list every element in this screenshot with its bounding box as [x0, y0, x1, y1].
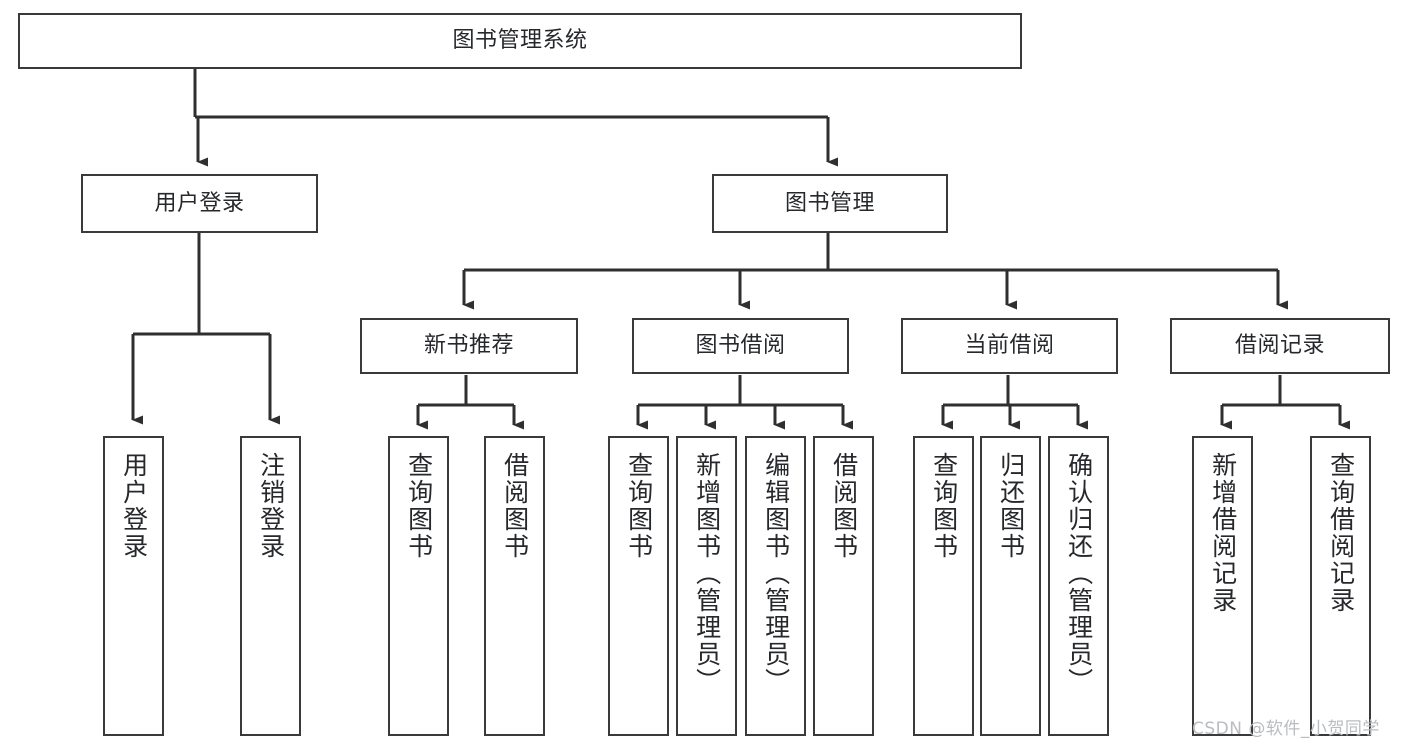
leaf-query-book-current[interactable]: 查询图书 [913, 436, 974, 736]
node-label: 图书管理系统 [452, 28, 588, 54]
leaf-query-book-recommend[interactable]: 查询图书 [388, 436, 449, 736]
leaf-borrow-book[interactable]: 借阅图书 [813, 436, 874, 736]
node-label: 新增借阅记录 [1208, 452, 1238, 614]
node-label: 归还图书 [996, 452, 1026, 560]
leaf-query-borrow-record[interactable]: 查询借阅记录 [1310, 436, 1371, 736]
node-label: 用户登录 [119, 452, 149, 560]
node-label: 确认归还（管理员） [1064, 452, 1094, 695]
leaf-add-borrow-record[interactable]: 新增借阅记录 [1192, 436, 1253, 736]
node-new-book-recommendation[interactable]: 新书推荐 [360, 318, 578, 374]
node-label: 新增图书（管理员） [692, 452, 722, 695]
node-label: 新书推荐 [423, 333, 514, 359]
leaf-logout[interactable]: 注销登录 [240, 436, 301, 736]
node-borrowing-records[interactable]: 借阅记录 [1170, 318, 1390, 374]
node-label: 当前借阅 [964, 333, 1055, 359]
node-label: 借阅记录 [1234, 333, 1325, 359]
leaf-borrow-book-recommend[interactable]: 借阅图书 [484, 436, 545, 736]
node-label: 用户登录 [154, 190, 245, 216]
node-label: 注销登录 [256, 452, 286, 560]
leaf-query-book-borrow[interactable]: 查询图书 [608, 436, 669, 736]
node-user-login[interactable]: 用户登录 [81, 174, 318, 233]
node-label: 图书借阅 [695, 333, 786, 359]
node-label: 查询借阅记录 [1326, 452, 1356, 614]
node-label: 借阅图书 [500, 452, 530, 560]
node-label: 编辑图书（管理员） [761, 452, 791, 695]
node-label: 查询图书 [929, 452, 959, 560]
node-root-system[interactable]: 图书管理系统 [18, 13, 1022, 69]
leaf-user-login[interactable]: 用户登录 [103, 436, 164, 736]
leaf-confirm-return-admin[interactable]: 确认归还（管理员） [1048, 436, 1109, 736]
node-label: 图书管理 [784, 190, 875, 216]
node-label: 查询图书 [404, 452, 434, 560]
node-book-management[interactable]: 图书管理 [712, 174, 948, 233]
leaf-return-book[interactable]: 归还图书 [980, 436, 1041, 736]
node-label: 借阅图书 [829, 452, 859, 560]
leaf-add-book-admin[interactable]: 新增图书（管理员） [676, 436, 737, 736]
node-current-borrowing[interactable]: 当前借阅 [901, 318, 1118, 374]
leaf-edit-book-admin[interactable]: 编辑图书（管理员） [745, 436, 806, 736]
csdn-watermark: CSDN @软件_小贺同学 [1192, 719, 1380, 739]
node-book-borrowing[interactable]: 图书借阅 [632, 318, 849, 374]
node-label: 查询图书 [624, 452, 654, 560]
